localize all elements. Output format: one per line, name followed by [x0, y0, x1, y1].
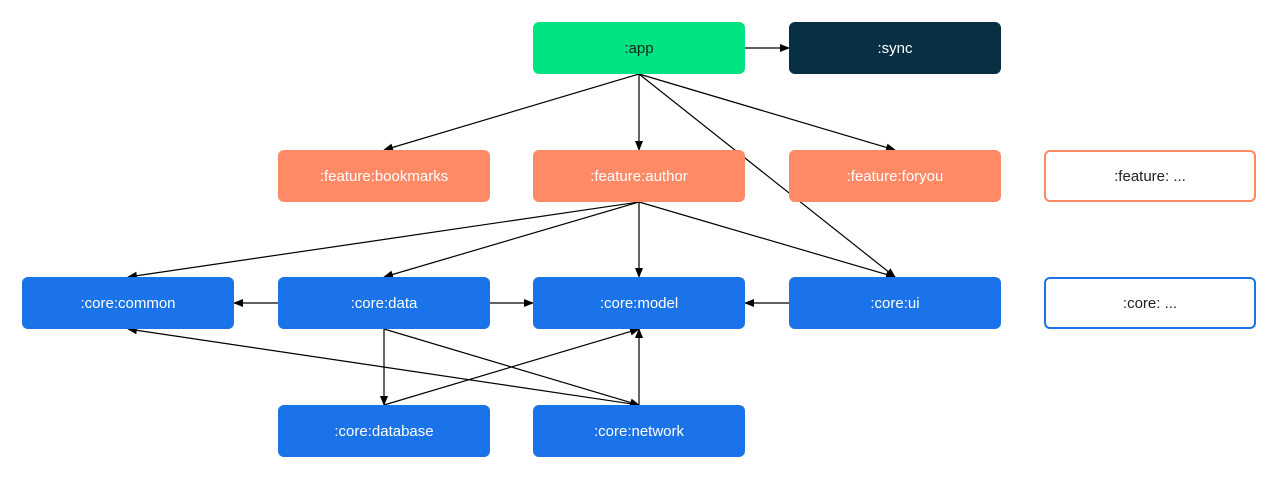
node-core-network[interactable]: :core:network [533, 405, 745, 457]
edge-app-to-core-ui [638, 73, 896, 278]
node-feature-author-label: :feature:author [590, 167, 688, 185]
node-core-common[interactable]: :core:common [22, 277, 234, 329]
node-core-network-label: :core:network [593, 422, 685, 440]
node-core-common-label: :core:common [80, 294, 176, 312]
edge-core-network-to-core-common [127, 326, 640, 406]
edge-app-to-feature-foryou [638, 73, 896, 152]
node-feature-more[interactable]: :feature: ... [1044, 150, 1256, 202]
node-sync-label: :sync [877, 39, 913, 57]
node-core-data[interactable]: :core:data [278, 277, 490, 329]
node-core-ui[interactable]: :core:ui [789, 277, 1001, 329]
node-core-database[interactable]: :core:database [278, 405, 490, 457]
node-app-label: :app [624, 39, 654, 57]
edge-feature-author-to-core-data [383, 201, 640, 279]
edge-feature-author-to-core-common [127, 201, 640, 280]
node-core-data-label: :core:data [350, 294, 418, 312]
node-feature-foryou[interactable]: :feature:foryou [789, 150, 1001, 202]
node-feature-more-label: :feature: ... [1114, 167, 1186, 185]
node-app[interactable]: :app [533, 22, 745, 74]
node-core-database-label: :core:database [334, 422, 434, 440]
node-feature-bookmarks-label: :feature:bookmarks [319, 167, 449, 185]
node-core-more[interactable]: :core: ... [1044, 277, 1256, 329]
node-core-model[interactable]: :core:model [533, 277, 745, 329]
node-core-ui-label: :core:ui [870, 294, 920, 312]
node-core-more-label: :core: ... [1122, 294, 1178, 312]
node-core-model-label: :core:model [599, 294, 679, 312]
node-feature-bookmarks[interactable]: :feature:bookmarks [278, 150, 490, 202]
node-sync[interactable]: :sync [789, 22, 1001, 74]
edge-feature-author-to-core-ui [638, 201, 896, 279]
edge-core-database-to-core-model [383, 327, 640, 406]
node-feature-author[interactable]: :feature:author [533, 150, 745, 202]
edge-app-to-feature-bookmarks [383, 73, 640, 152]
node-feature-foryou-label: :feature:foryou [846, 167, 944, 185]
